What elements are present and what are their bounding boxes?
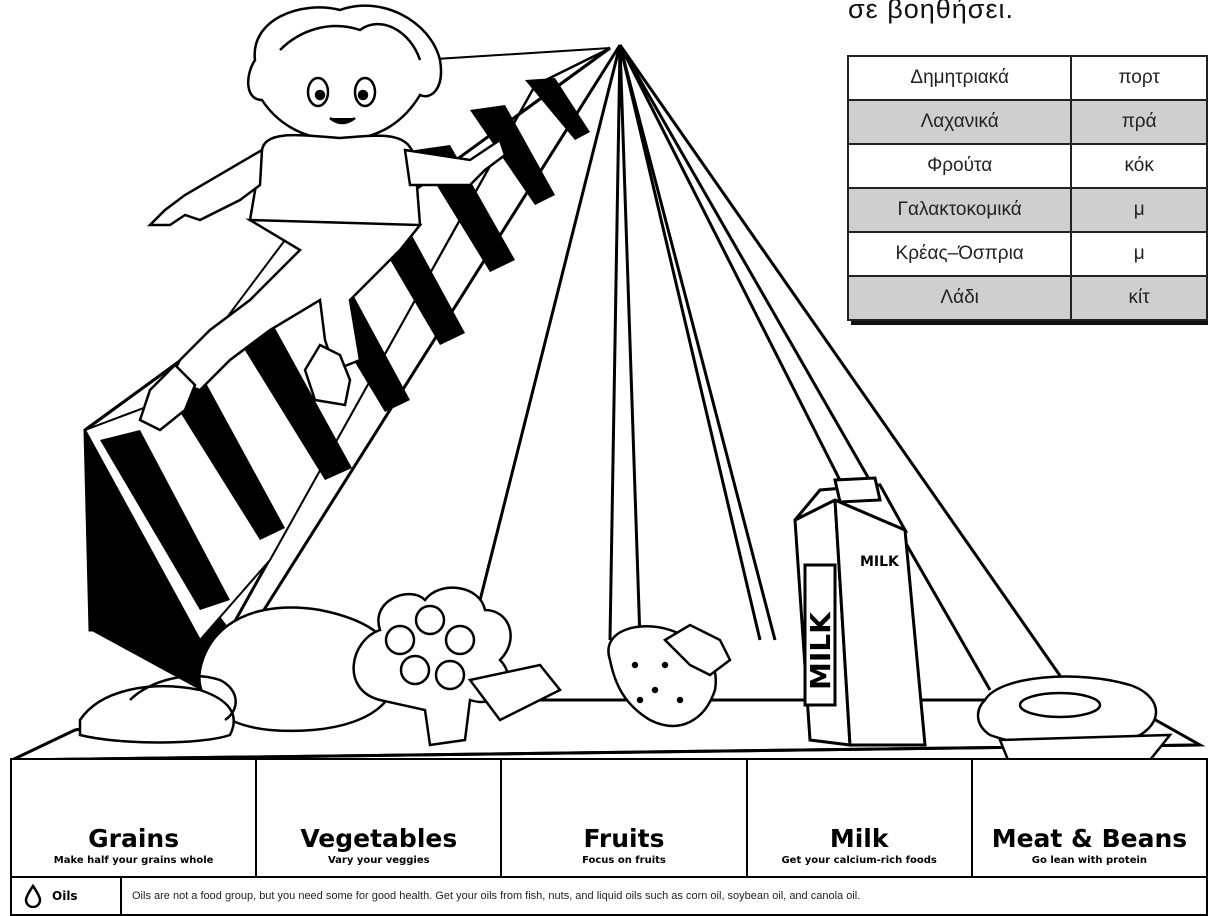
group-title: Milk bbox=[830, 826, 889, 851]
table-row: Γαλακτοκομικάμ bbox=[848, 188, 1207, 232]
group-tip: Vary your veggies bbox=[328, 855, 430, 866]
oils-label-cell: Oils bbox=[12, 878, 122, 914]
food-color-table: Δημητριακάπορτ Λαχανικάπρά Φρούτακόκ Γαλ… bbox=[847, 55, 1208, 321]
carton-side-label: MILK bbox=[804, 611, 837, 690]
table-row: Κρέας–Όσπριαμ bbox=[848, 232, 1207, 276]
group-title: Grains bbox=[88, 826, 179, 851]
group-tip: Make half your grains whole bbox=[54, 855, 214, 866]
group-title: Meat & Beans bbox=[992, 826, 1187, 851]
table-row: Φρούτακόκ bbox=[848, 144, 1207, 188]
group-tip: Get your calcium-rich foods bbox=[781, 855, 936, 866]
group-milk: Milk Get your calcium-rich foods bbox=[748, 760, 973, 876]
instruction-text: σε βοηθήσει. bbox=[848, 0, 1014, 25]
group-title: Fruits bbox=[583, 826, 664, 851]
table-row: Λαχανικάπρά bbox=[848, 100, 1207, 144]
oil-drop-icon bbox=[24, 884, 42, 908]
group-vegetables: Vegetables Vary your veggies bbox=[257, 760, 502, 876]
group-meat-beans: Meat & Beans Go lean with protein bbox=[973, 760, 1206, 876]
group-tip: Go lean with protein bbox=[1032, 855, 1147, 866]
group-tip: Focus on fruits bbox=[582, 855, 666, 866]
oils-description: Oils are not a food group, but you need … bbox=[122, 890, 860, 902]
group-fruits: Fruits Focus on fruits bbox=[502, 760, 747, 876]
carton-front-label: MILK bbox=[860, 554, 900, 570]
table-row: Λάδικίτ bbox=[848, 276, 1207, 320]
meat-illustration bbox=[978, 677, 1170, 765]
food-group-labels: Grains Make half your grains whole Veget… bbox=[10, 758, 1208, 878]
group-grains: Grains Make half your grains whole bbox=[12, 760, 257, 876]
oils-bar: Oils Oils are not a food group, but you … bbox=[10, 876, 1208, 916]
group-title: Vegetables bbox=[300, 826, 457, 851]
table-row: Δημητριακάπορτ bbox=[848, 56, 1207, 100]
oils-label: Oils bbox=[52, 889, 78, 903]
milk-carton-illustration: MILK MILK bbox=[795, 478, 925, 745]
